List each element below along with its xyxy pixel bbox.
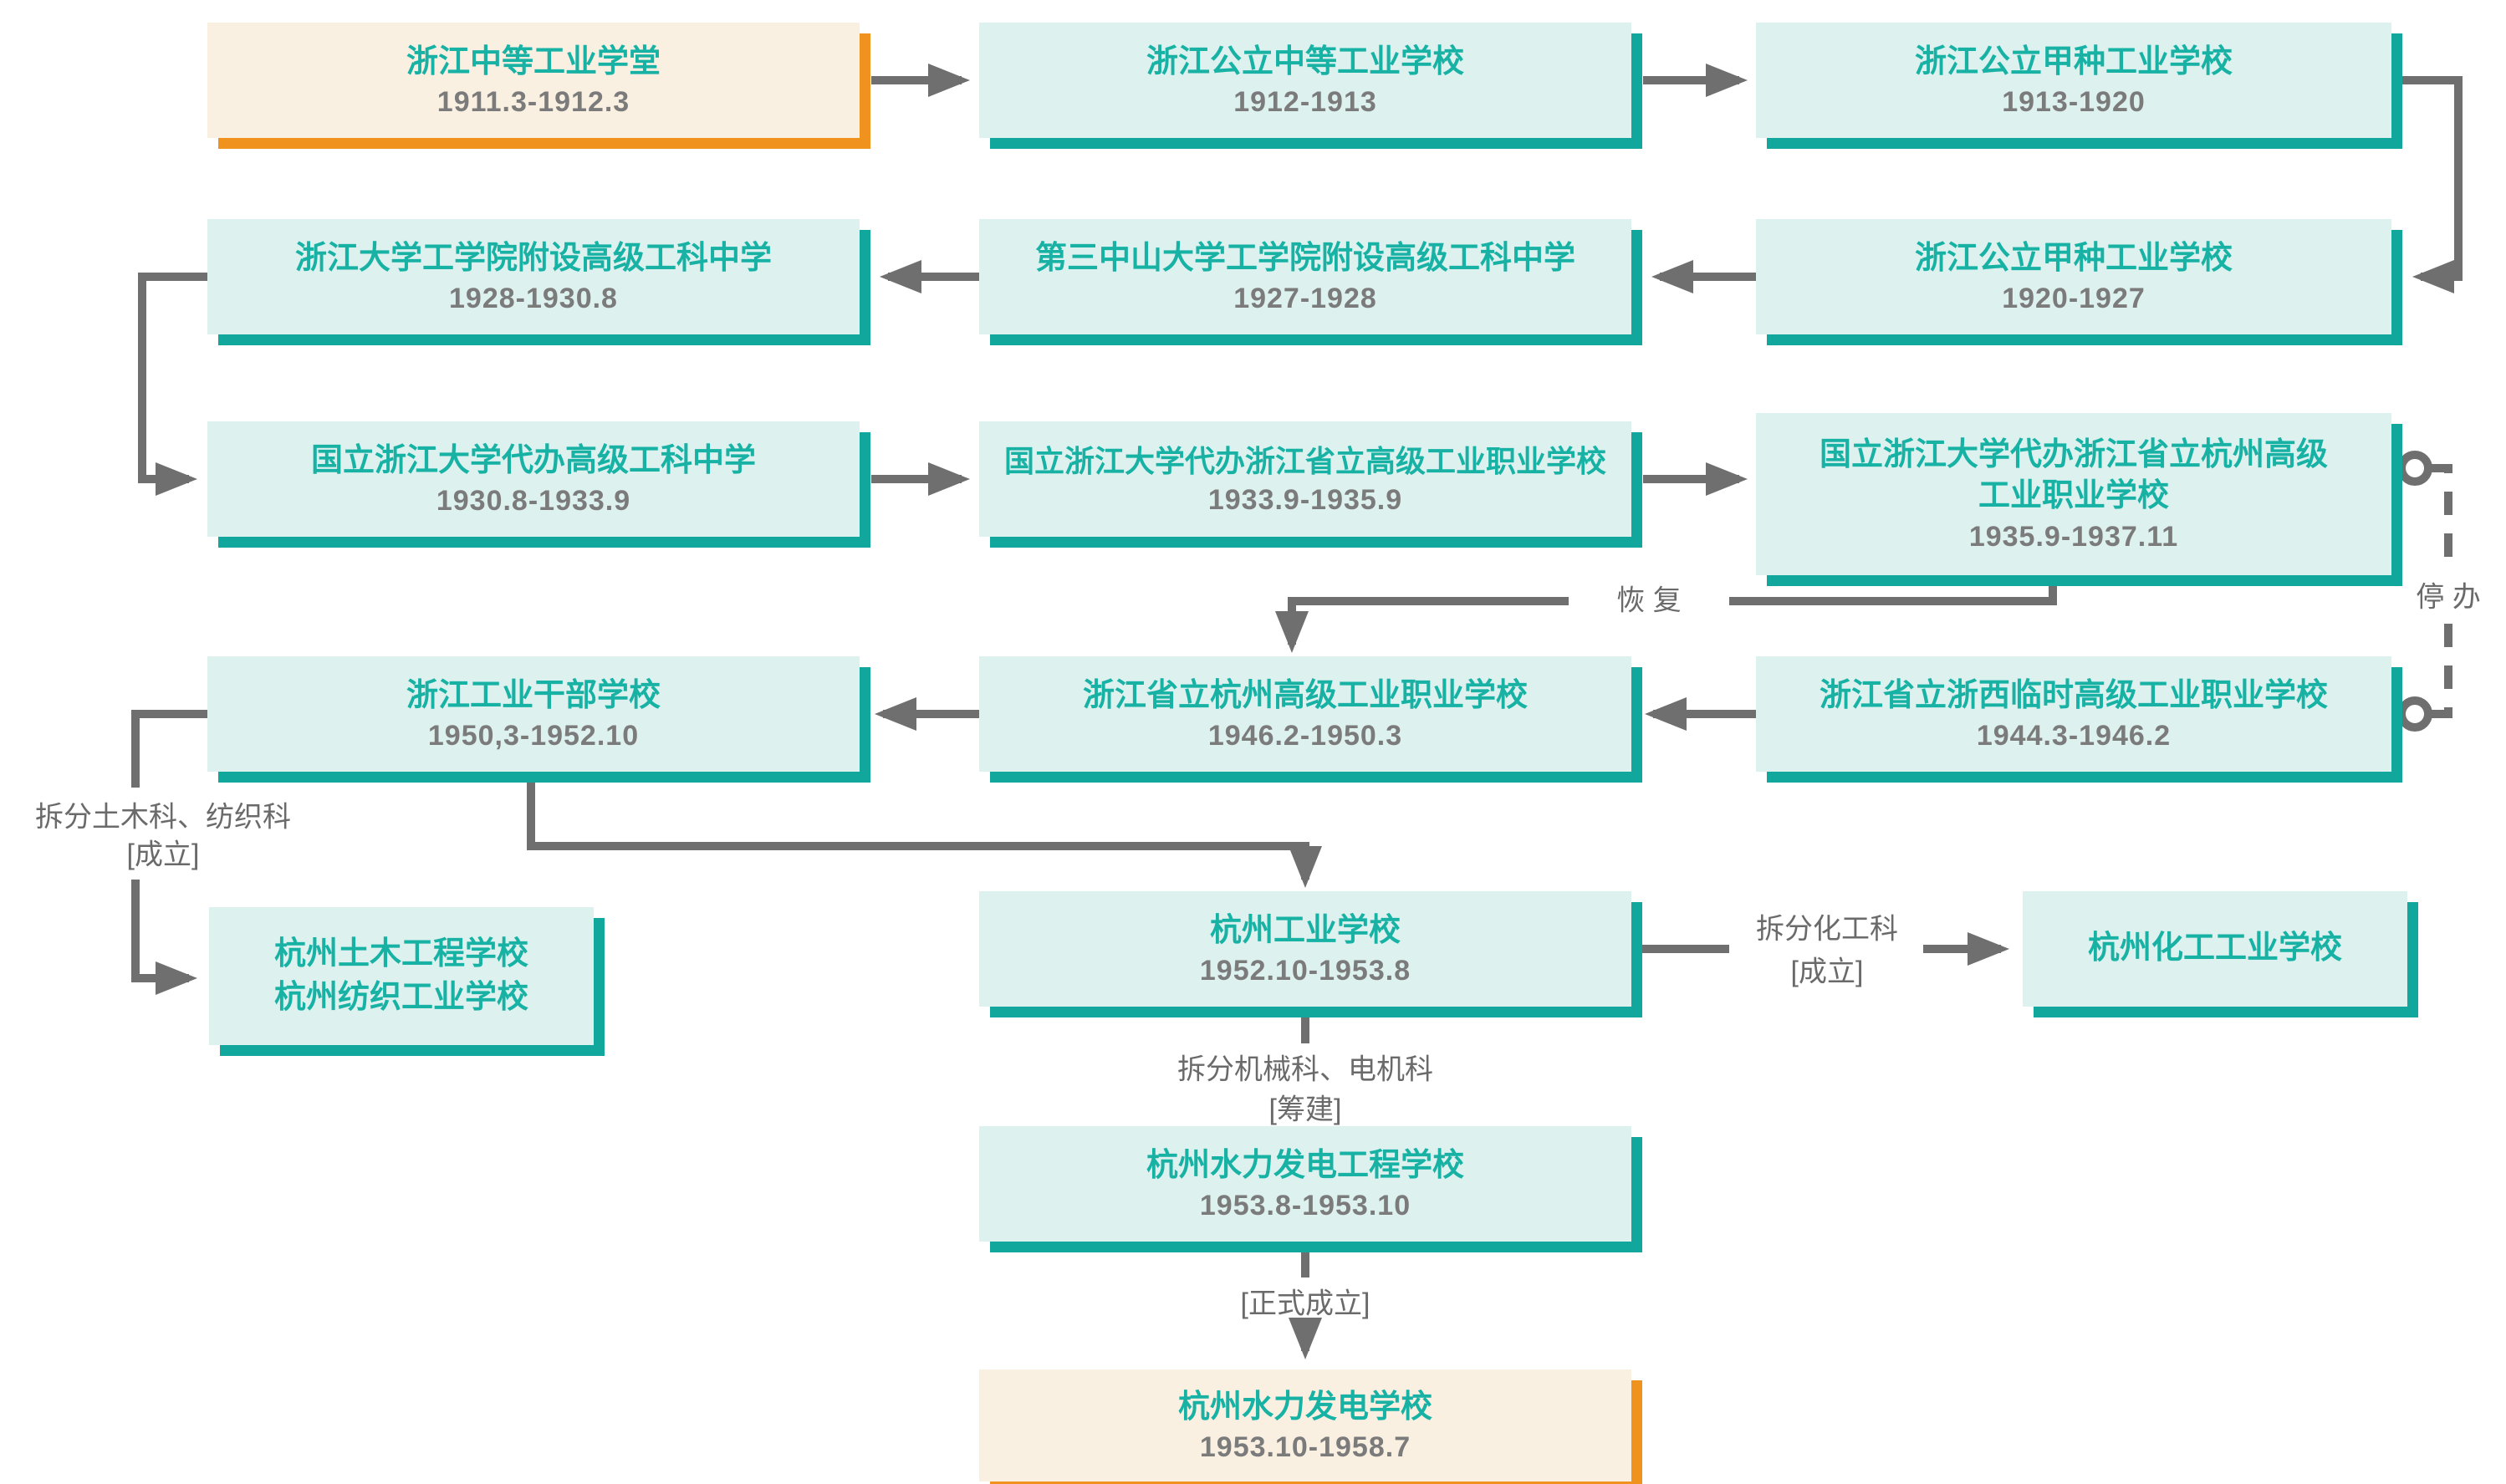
- split-civil-line-upper: [131, 710, 207, 788]
- node-1950-zhejiang-industry-cadre-school: 浙江工业干部学校 1950,3-1952.10: [207, 656, 860, 772]
- node-date: 1946.2-1950.3: [1207, 720, 1403, 752]
- node-title: 杭州工业学校: [1209, 912, 1401, 948]
- node-1927-third-zhongshan-univ-attached-school: 第三中山大学工学院附设高级工科中学 1927-1928: [979, 219, 1631, 334]
- node-title-line2: 工业职业学校: [1978, 478, 2169, 514]
- node-title: 国立浙江大学代办浙江省立杭州高级: [1819, 436, 2328, 472]
- node-date: 1928-1930.8: [449, 283, 618, 315]
- node-title: 浙江工业干部学校: [406, 677, 661, 713]
- node-title: 浙江公立甲种工业学校: [1914, 43, 2233, 79]
- node-title: 国立浙江大学代办高级工科中学: [310, 442, 756, 478]
- node-1930-national-zheda-senior-tech-middle-school: 国立浙江大学代办高级工科中学 1930.8-1933.9: [207, 421, 860, 537]
- arrow-1913-to-1920: [2393, 76, 2463, 293]
- node-date: 1920-1927: [2002, 283, 2146, 315]
- node-date: 1933.9-1935.9: [1207, 483, 1403, 516]
- node-1913-zhejiang-public-jiazhong-industrial-school: 浙江公立甲种工业学校 1913-1920: [1756, 23, 2391, 138]
- node-title: 浙江大学工学院附设高级工科中学: [294, 240, 772, 276]
- node-title: 国立浙江大学代办浙江省立高级工业职业学校: [1003, 443, 1606, 478]
- node-title-line2: 杭州纺织工业学校: [273, 979, 528, 1015]
- node-title: 杭州化工工业学校: [2087, 931, 2342, 966]
- node-1928-zheda-attached-senior-tech-middle-school: 浙江大学工学院附设高级工科中学 1928-1930.8: [207, 219, 860, 334]
- node-1944-zhexi-temporary-senior-vocational: 浙江省立浙西临时高级工业职业学校 1944.3-1946.2: [1756, 656, 2391, 772]
- node-title: 杭州水力发电工程学校: [1146, 1147, 1464, 1183]
- node-1953-hangzhou-hydropower-school: 杭州水力发电学校 1953.10-1958.7: [979, 1369, 1631, 1481]
- node-date: 1911.3-1912.3: [436, 86, 630, 119]
- split-mechanical-electrical-label: 拆分机械科、电机科: [1177, 1053, 1433, 1086]
- node-1953-hangzhou-hydropower-engineering-school: 杭州水力发电工程学校 1953.8-1953.10: [979, 1126, 1631, 1242]
- node-title: 浙江中等工业学堂: [406, 43, 661, 79]
- node-date: 1953.10-1958.7: [1199, 1431, 1411, 1464]
- preparation-label: [筹建]: [1268, 1094, 1342, 1126]
- node-1933-national-zheda-provincial-senior-vocational: 国立浙江大学代办浙江省立高级工业职业学校 1933.9-1935.9: [979, 421, 1631, 537]
- recovery-label: 恢 复: [1616, 584, 1682, 617]
- node-1935-national-zheda-hangzhou-senior-vocational: 国立浙江大学代办浙江省立杭州高级 工业职业学校 1935.9-1937.11: [1756, 413, 2391, 575]
- node-date: 1944.3-1946.2: [1976, 720, 2172, 752]
- node-title: 杭州水力发电学校: [1177, 1389, 1432, 1425]
- node-title: 第三中山大学工学院附设高级工科中学: [1034, 240, 1575, 276]
- node-date: 1912-1913: [1233, 86, 1377, 119]
- recover-line-right: [1729, 586, 2057, 605]
- node-title: 浙江公立甲种工业学校: [1914, 240, 2233, 276]
- node-date: 1930.8-1933.9: [436, 485, 631, 518]
- node-date: 1927-1928: [1233, 283, 1377, 315]
- recover-arrow-to-1946: [1275, 597, 1569, 653]
- node-1911-zhejiang-intermediate-industry-academy: 浙江中等工业学堂 1911.3-1912.3: [207, 23, 860, 138]
- suspend-terminal-top: [2397, 451, 2432, 486]
- split-chemical-label: 拆分化工科: [1756, 913, 1898, 946]
- node-hangzhou-civil-and-textile-schools: 杭州土木工程学校 杭州纺织工业学校: [209, 907, 594, 1045]
- suspend-dashed-upper: [2430, 464, 2452, 572]
- split-civil-textile-label: 拆分土木科、纺织科: [35, 801, 291, 834]
- node-title: 浙江省立浙西临时高级工业职业学校: [1819, 677, 2328, 713]
- node-date: 1950,3-1952.10: [427, 720, 640, 752]
- node-1946-zhejiang-hangzhou-senior-vocational: 浙江省立杭州高级工业职业学校 1946.2-1950.3: [979, 656, 1631, 772]
- suspension-label: 停 办: [2416, 581, 2481, 614]
- node-1912-zhejiang-public-intermediate-industrial-school: 浙江公立中等工业学校 1912-1913: [979, 23, 1631, 138]
- arrow-1928-to-1930: [138, 273, 207, 496]
- split-civil-arrow: [131, 880, 197, 995]
- arrow-1950-to-1952: [527, 783, 1322, 888]
- node-title: 浙江省立杭州高级工业职业学校: [1082, 677, 1528, 713]
- node-1920-zhejiang-public-jiazhong-industrial-school: 浙江公立甲种工业学校 1920-1927: [1756, 219, 2391, 334]
- node-1952-hangzhou-industrial-school: 杭州工业学校 1952.10-1953.8: [979, 891, 1631, 1007]
- node-title: 浙江公立中等工业学校: [1146, 43, 1464, 79]
- node-hangzhou-chemical-industry-school: 杭州化工工业学校: [2023, 891, 2407, 1007]
- node-date: 1953.8-1953.10: [1199, 1190, 1411, 1222]
- suspend-terminal-bottom: [2397, 696, 2432, 732]
- established-label-chemical: [成立]: [1790, 956, 1864, 988]
- node-date: 1935.9-1937.11: [1968, 520, 2179, 553]
- node-title: 杭州土木工程学校: [273, 936, 528, 971]
- established-label-civil: [成立]: [126, 839, 200, 871]
- suspend-dashed-lower: [2430, 624, 2452, 718]
- official-establishment-label: [正式成立]: [1240, 1288, 1370, 1320]
- node-date: 1913-1920: [2002, 86, 2146, 119]
- node-date: 1952.10-1953.8: [1199, 955, 1411, 987]
